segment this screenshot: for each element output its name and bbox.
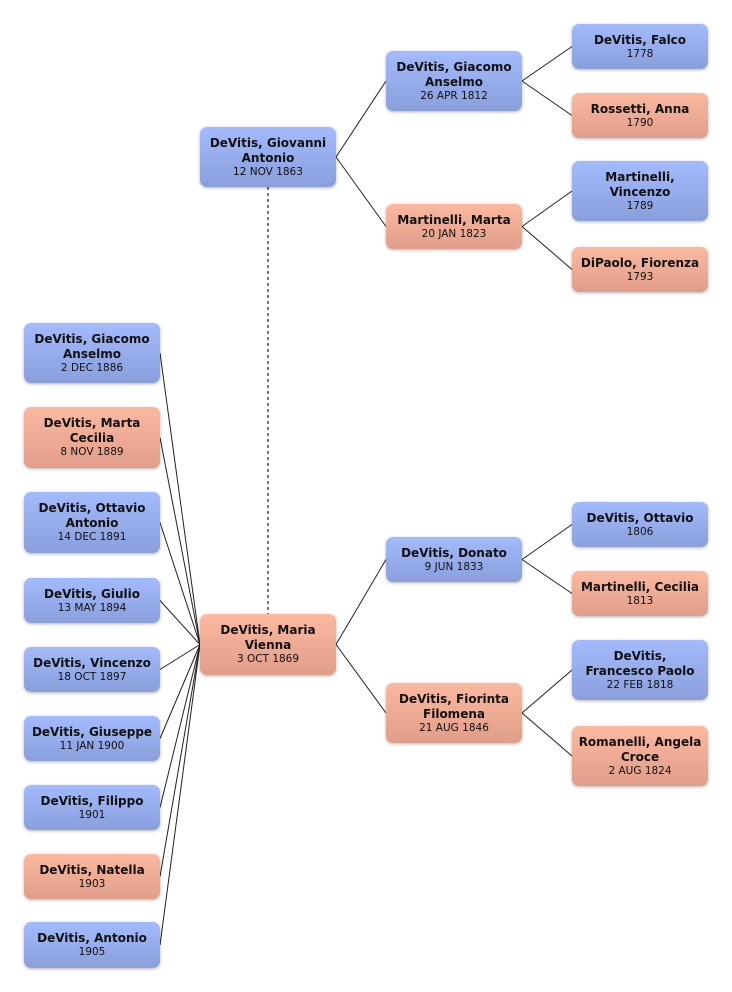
person-name: DeVitis, Vincenzo xyxy=(33,655,151,670)
person-date: 2 AUG 1824 xyxy=(608,764,672,777)
person-date: 18 OCT 1897 xyxy=(57,670,127,683)
parent-link-line xyxy=(159,644,201,946)
parent-link-line xyxy=(335,156,387,227)
person-name: Romanelli, Angela Croce xyxy=(578,734,702,764)
person-name: DeVitis, Fiorinta Filomena xyxy=(399,691,509,721)
person-name: DeVitis, Ottavio xyxy=(586,510,694,525)
person-date: 12 NOV 1863 xyxy=(233,165,303,178)
person-date: 1903 xyxy=(78,877,106,890)
parent-link-line xyxy=(521,524,573,560)
parent-link-line xyxy=(521,226,573,270)
person-date: 22 FEB 1818 xyxy=(606,678,674,691)
person-date: 3 OCT 1869 xyxy=(236,653,300,665)
person-name: DeVitis, Natella xyxy=(39,862,145,877)
person-date: 1789 xyxy=(626,199,654,212)
person-date: 1790 xyxy=(626,116,654,129)
parent-link-line xyxy=(159,644,201,877)
person-name: Martinelli, Marta xyxy=(397,212,511,227)
person-name: DeVitis, Giacomo Anselmo xyxy=(396,59,512,89)
person-date: 1905 xyxy=(78,946,106,958)
parent-link-line xyxy=(521,46,573,82)
person-date: 1901 xyxy=(78,808,106,821)
person-date: 26 APR 1812 xyxy=(420,89,488,102)
parent-link-line xyxy=(521,190,573,227)
person-name: DeVitis, Maria Vienna xyxy=(220,623,316,652)
person-date: 1813 xyxy=(626,594,654,607)
person-date: 13 MAY 1894 xyxy=(57,601,127,614)
person-name: Martinelli, Cecilia xyxy=(580,579,700,594)
person-name: DeVitis, Antonio xyxy=(37,931,147,945)
person-name: DeVitis, Giulio xyxy=(44,586,140,601)
parent-link-line xyxy=(521,669,573,714)
person-date: 8 NOV 1889 xyxy=(60,446,124,458)
person-name: DeVitis, Marta Cecilia xyxy=(43,416,141,445)
parent-link-line xyxy=(335,559,387,645)
person-name: DeVitis, Giacomo Anselmo xyxy=(34,331,150,361)
parent-link-line xyxy=(335,80,387,158)
person-date: 9 JUN 1833 xyxy=(424,560,484,573)
person-date: 2 DEC 1886 xyxy=(60,361,124,374)
person-date: 1778 xyxy=(626,47,654,60)
person-name: DiPaolo, Fiorenza xyxy=(580,255,700,270)
person-name: DeVitis, Giuseppe xyxy=(31,724,153,739)
person-date: 1806 xyxy=(626,525,654,538)
person-date: 20 JAN 1823 xyxy=(421,227,487,240)
parent-link-line xyxy=(521,559,573,594)
parent-link-line xyxy=(159,644,201,808)
parent-link-line xyxy=(159,522,201,645)
person-name: DeVitis, Francesco Paolo xyxy=(585,648,695,678)
person-name: DeVitis, Giovanni Antonio xyxy=(209,135,327,165)
parent-link-line xyxy=(159,352,201,645)
parent-link-line xyxy=(521,712,573,757)
person-name: DeVitis, Falco xyxy=(593,32,687,47)
person-name: DeVitis, Donato xyxy=(401,545,507,560)
person-name: DeVitis, Ottavio Antonio xyxy=(38,501,146,530)
parent-link-line xyxy=(521,80,573,116)
person-name: Rossetti, Anna xyxy=(590,101,690,116)
person-name: DeVitis, Filippo xyxy=(40,793,144,808)
parent-link-line xyxy=(159,600,201,645)
person-date: 21 AUG 1846 xyxy=(419,721,489,734)
person-date: 11 JAN 1900 xyxy=(59,739,125,752)
parent-link-line xyxy=(335,644,387,714)
parent-link-line xyxy=(159,644,201,670)
person-date: 14 DEC 1891 xyxy=(57,531,127,543)
parent-link-line xyxy=(159,644,201,739)
person-name: Martinelli, Vincenzo xyxy=(605,169,675,199)
parent-link-line xyxy=(159,437,201,645)
person-date: 1793 xyxy=(626,270,654,283)
